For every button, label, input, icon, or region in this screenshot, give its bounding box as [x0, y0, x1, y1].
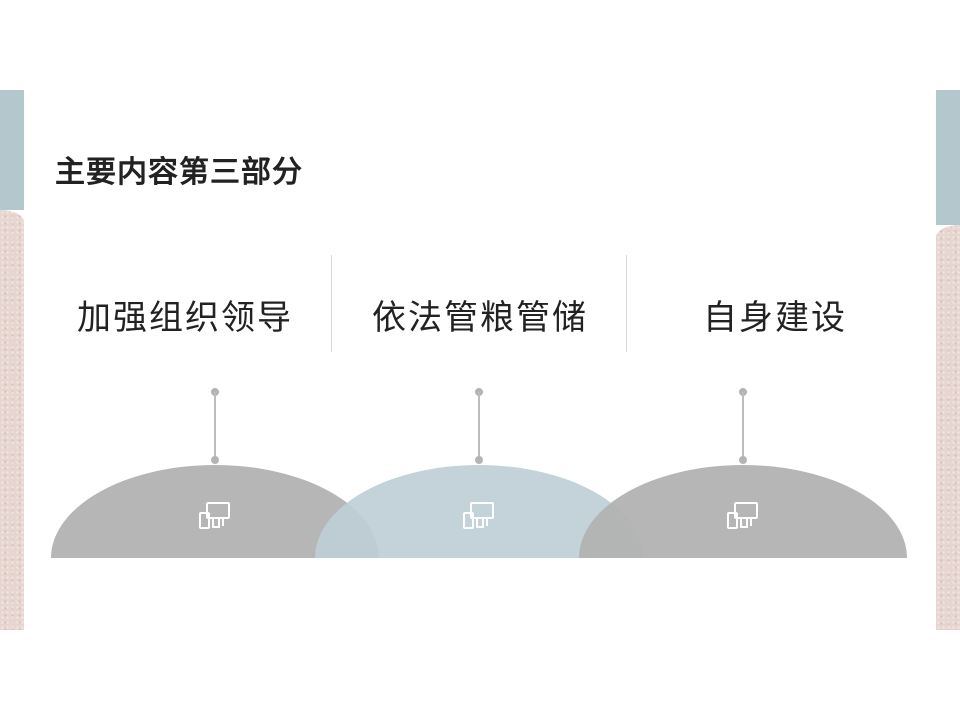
dome-2	[315, 465, 643, 558]
connector-line	[478, 392, 480, 460]
devices-icon	[727, 502, 758, 529]
dome-1	[51, 465, 379, 558]
topic-label-2[interactable]: 依法管粮管储	[372, 298, 588, 338]
left-textured-band	[0, 210, 24, 630]
connector-bottom-dot	[211, 456, 219, 464]
devices-icon	[199, 502, 230, 529]
topic-label-3[interactable]: 自身建设	[703, 298, 847, 338]
right-blue-band	[936, 90, 960, 225]
connector-line	[214, 392, 216, 460]
topic-label-1[interactable]: 加强组织领导	[77, 298, 293, 338]
left-decor-strip	[0, 90, 24, 630]
dome-3	[579, 465, 907, 558]
connector-bottom-dot	[739, 456, 747, 464]
connector-bottom-dot	[475, 456, 483, 464]
right-decor-strip	[936, 90, 960, 630]
left-blue-band	[0, 90, 24, 210]
divider-1	[331, 255, 332, 352]
slide-title: 主要内容第三部分	[55, 155, 303, 190]
connector-line	[742, 392, 744, 460]
divider-2	[626, 255, 627, 352]
devices-icon	[463, 502, 494, 529]
right-textured-band	[936, 225, 960, 630]
